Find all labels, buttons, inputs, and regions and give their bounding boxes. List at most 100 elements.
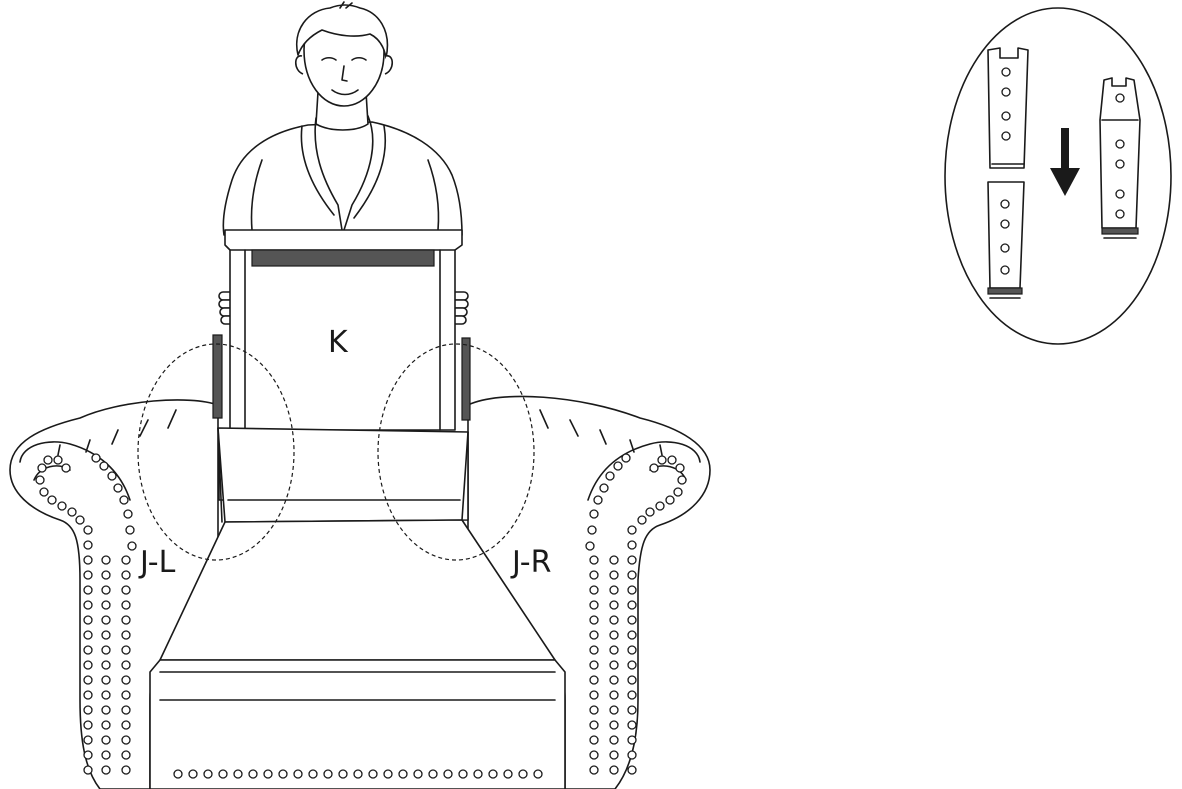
nailhead-stud	[264, 770, 272, 778]
nailhead-stud	[658, 456, 666, 464]
nailhead-stud	[102, 631, 110, 639]
nailhead-stud	[600, 484, 608, 492]
nailhead-stud	[590, 631, 598, 639]
nailhead-stud	[108, 472, 116, 480]
nailhead-stud	[84, 646, 92, 654]
nailhead-stud	[594, 496, 602, 504]
nailhead-stud	[628, 571, 636, 579]
nailhead-stud	[122, 631, 130, 639]
nailhead-stud	[614, 462, 622, 470]
nailhead-stud	[189, 770, 197, 778]
nailhead-stud	[68, 508, 76, 516]
nailhead-stud	[84, 661, 92, 669]
nailhead-stud	[628, 676, 636, 684]
nailhead-stud	[100, 462, 108, 470]
nailhead-stud	[504, 770, 512, 778]
nailhead-stud	[102, 751, 110, 759]
nailhead-stud	[628, 721, 636, 729]
nailhead-stud	[58, 502, 66, 510]
nailhead-stud	[622, 454, 630, 462]
bracket-hole	[1001, 266, 1009, 274]
nailhead-stud	[459, 770, 467, 778]
nailhead-stud	[414, 770, 422, 778]
nailhead-stud	[122, 601, 130, 609]
nailhead-stud	[610, 586, 618, 594]
nailhead-stud	[102, 586, 110, 594]
nailhead-stud	[76, 516, 84, 524]
nailhead-stud	[84, 751, 92, 759]
nailhead-stud	[84, 736, 92, 744]
nailhead-stud	[638, 516, 646, 524]
nailhead-stud	[38, 464, 46, 472]
seat-back-rail	[218, 428, 468, 522]
nailhead-stud	[590, 691, 598, 699]
nailhead-stud	[102, 601, 110, 609]
bracket-top-piece	[988, 48, 1028, 168]
nailhead-stud	[84, 571, 92, 579]
nailhead-stud	[590, 721, 598, 729]
nailhead-stud	[102, 571, 110, 579]
nailhead-stud	[84, 526, 92, 534]
nailhead-stud	[628, 646, 636, 654]
nailhead-stud	[102, 706, 110, 714]
nailhead-stud	[126, 526, 134, 534]
nailhead-stud	[676, 464, 684, 472]
nailhead-stud	[650, 464, 658, 472]
nailhead-stud	[628, 661, 636, 669]
nailhead-stud	[610, 721, 618, 729]
nailhead-stud	[519, 770, 527, 778]
nailhead-stud	[678, 476, 686, 484]
nailhead-stud	[610, 736, 618, 744]
nailhead-stud	[610, 676, 618, 684]
bracket-hole	[1116, 160, 1124, 168]
back-cushion-k: K	[225, 230, 462, 430]
arrow-down-icon	[1050, 128, 1080, 196]
nailhead-stud	[646, 508, 654, 516]
bracket-hole	[1002, 132, 1010, 140]
nailhead-stud	[122, 586, 130, 594]
nailhead-stud	[666, 496, 674, 504]
nailhead-stud	[610, 691, 618, 699]
nailhead-stud	[324, 770, 332, 778]
bracket-hole	[1001, 200, 1009, 208]
nailhead-stud	[590, 646, 598, 654]
armchair: K J-L J-R	[10, 230, 710, 789]
nailhead-stud	[102, 721, 110, 729]
nailhead-stud	[489, 770, 497, 778]
nailhead-stud	[474, 770, 482, 778]
nailhead-stud	[84, 601, 92, 609]
bracket-bottom-piece	[988, 182, 1024, 298]
nailhead-stud	[294, 770, 302, 778]
nailhead-stud	[590, 766, 598, 774]
nailhead-stud	[84, 556, 92, 564]
nailhead-stud	[102, 556, 110, 564]
nailhead-stud	[122, 766, 130, 774]
nailhead-stud	[590, 736, 598, 744]
nailhead-stud	[628, 616, 636, 624]
nailhead-stud	[122, 676, 130, 684]
nailhead-stud	[610, 706, 618, 714]
bracket-hole	[1001, 220, 1009, 228]
nailhead-stud	[102, 646, 110, 654]
nailhead-stud	[102, 691, 110, 699]
label-j-r: J-R	[510, 545, 551, 580]
nailhead-stud	[84, 676, 92, 684]
bracket-hole	[1002, 68, 1010, 76]
nailhead-stud	[84, 691, 92, 699]
nailhead-stud	[84, 631, 92, 639]
nailhead-stud	[628, 556, 636, 564]
nailhead-stud	[174, 770, 182, 778]
nailhead-stud	[444, 770, 452, 778]
nailhead-stud	[610, 751, 618, 759]
nailhead-stud	[62, 464, 70, 472]
nailhead-stud	[122, 751, 130, 759]
nailhead-stud	[628, 736, 636, 744]
nailhead-stud	[40, 488, 48, 496]
nailhead-stud	[339, 770, 347, 778]
nailhead-stud	[590, 556, 598, 564]
nailhead-stud	[628, 766, 636, 774]
nailhead-stud	[628, 526, 636, 534]
nailhead-stud	[48, 496, 56, 504]
nailhead-stud	[84, 766, 92, 774]
